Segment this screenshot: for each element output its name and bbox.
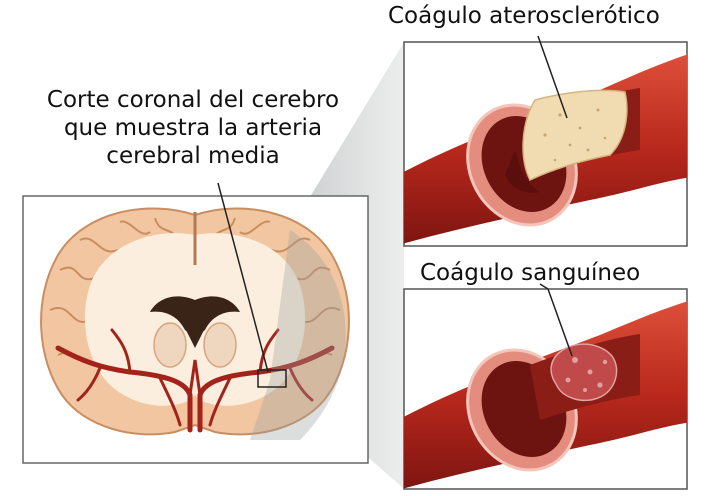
coronal-label-line2: que muestra la arteria <box>28 114 358 142</box>
blood-clot-label: Coágulo sanguíneo <box>420 259 640 287</box>
panel-atherosclerotic <box>380 36 710 250</box>
brain-coronal-section <box>41 208 349 440</box>
coronal-label-line1: Corte coronal del cerebro <box>28 86 358 114</box>
coronal-label-line3: cerebral media <box>28 142 358 170</box>
atherosclerotic-clot-label: Coágulo aterosclerótico <box>388 2 660 30</box>
panel-blood-clot <box>380 284 710 495</box>
coronal-section-label: Corte coronal del cerebro que muestra la… <box>28 86 358 170</box>
